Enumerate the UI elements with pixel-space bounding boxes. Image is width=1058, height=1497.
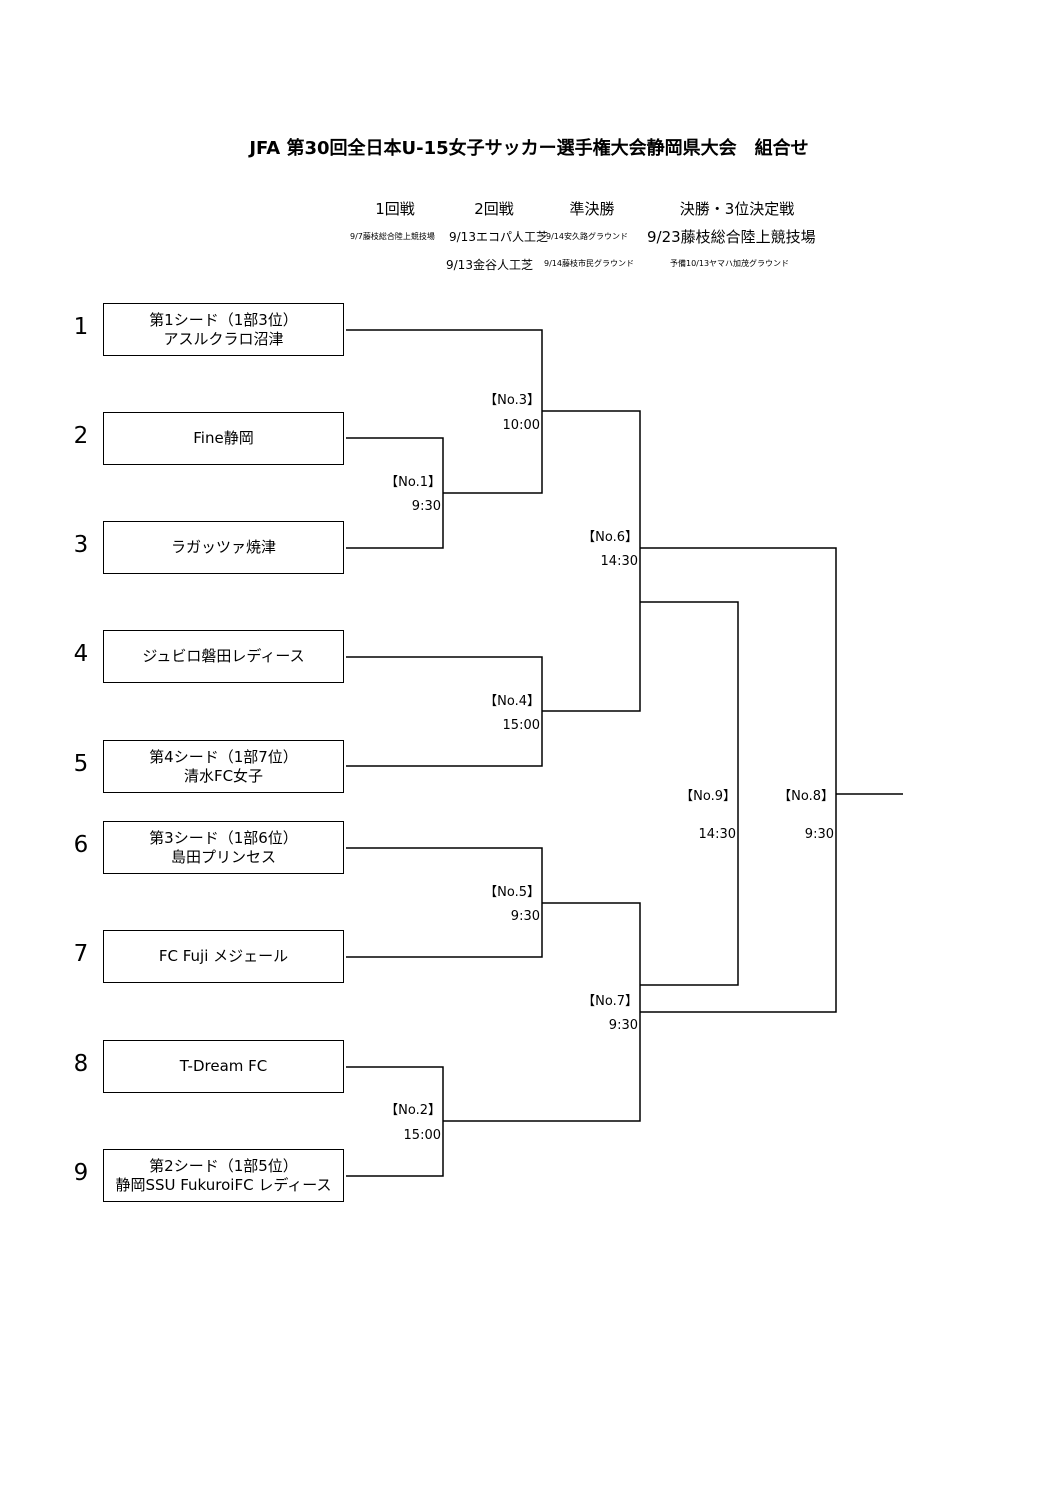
- semifinal-venue-alt: 9/14藤枝市民グラウンド: [544, 259, 634, 268]
- team-number-4: 4: [73, 641, 89, 667]
- round-header-1: 1回戦: [375, 200, 415, 218]
- team-number-1: 1: [73, 314, 89, 340]
- round-header-final: 決勝・3位決定戦: [679, 200, 795, 218]
- team-6-name: 島田プリンセス: [170, 847, 276, 866]
- match-6-time: 14:30: [600, 554, 638, 569]
- team-number-3: 3: [73, 532, 89, 558]
- team-6-seed: 第3シード（1部6位）: [149, 828, 298, 847]
- match-6-number: 【No.6】: [582, 530, 638, 545]
- match-5-bracket: [346, 847, 543, 958]
- final-venue: 9/23藤枝総合陸上競技場: [647, 228, 816, 246]
- match-8-time: 9:30: [804, 827, 834, 842]
- match-2-time: 15:00: [403, 1128, 441, 1143]
- team-number-5: 5: [73, 751, 89, 777]
- match-3-bracket: [346, 329, 543, 494]
- team-box-2: Fine静岡: [103, 412, 344, 465]
- page-title: JFA 第30回全日本U-15女子サッカー選手権大会静岡県大会 組合せ: [249, 138, 809, 159]
- team-box-4: ジュビロ磐田レディース: [103, 630, 344, 683]
- match-7-number: 【No.7】: [582, 994, 638, 1009]
- team-box-1: 第1シード（1部3位） アスルクラロ沼津: [103, 303, 344, 356]
- match-1-time: 9:30: [411, 499, 441, 514]
- team-7-name: FC Fuji メジェール: [158, 947, 289, 965]
- match-9-number: 【No.9】: [680, 789, 736, 804]
- team-5-name: 清水FC女子: [183, 766, 264, 785]
- team-number-6: 6: [73, 832, 89, 858]
- team-number-2: 2: [73, 423, 89, 449]
- match-5-number: 【No.5】: [484, 885, 540, 900]
- match-1-bracket: [346, 437, 444, 549]
- team-box-5: 第4シード（1部7位） 清水FC女子: [103, 740, 344, 793]
- team-box-9: 第2シード（1部5位） 静岡SSU FukuroiFC レディース: [103, 1149, 344, 1202]
- team-2-name: Fine静岡: [193, 429, 254, 447]
- match-7-time: 9:30: [608, 1018, 638, 1033]
- match-4-bracket: [346, 656, 543, 767]
- team-number-8: 8: [73, 1051, 89, 1077]
- match-8-number: 【No.8】: [778, 789, 834, 804]
- match-2-number: 【No.2】: [385, 1103, 441, 1118]
- team-number-7: 7: [73, 941, 89, 967]
- match-4-number: 【No.4】: [484, 694, 540, 709]
- team-3-name: ラガッツァ焼津: [170, 538, 276, 556]
- team-9-name: 静岡SSU FukuroiFC レディース: [115, 1175, 332, 1194]
- round-2-venue-alt: 9/13金谷人工芝: [446, 258, 533, 272]
- match-2-bracket: [346, 1066, 444, 1177]
- match-9-bracket: [640, 601, 739, 986]
- match-3-number: 【No.3】: [484, 393, 540, 408]
- semifinal-venue: 9/14安久路グラウンド: [546, 232, 628, 241]
- match-4-time: 15:00: [502, 718, 540, 733]
- team-box-6: 第3シード（1部6位） 島田プリンセス: [103, 821, 344, 874]
- match-6-bracket: [542, 410, 641, 712]
- round-header-semifinal: 準決勝: [569, 200, 615, 218]
- team-box-7: FC Fuji メジェール: [103, 930, 344, 983]
- match-1-number: 【No.1】: [385, 475, 441, 490]
- team-1-name: アスルクラロ沼津: [163, 329, 284, 348]
- team-number-9: 9: [73, 1160, 89, 1186]
- team-box-3: ラガッツァ焼津: [103, 521, 344, 574]
- round-header-2: 2回戦: [474, 200, 514, 218]
- team-4-name: ジュビロ磐田レディース: [142, 647, 305, 665]
- team-5-seed: 第4シード（1部7位）: [149, 747, 298, 766]
- match-5-time: 9:30: [510, 909, 540, 924]
- match-9-time: 14:30: [698, 827, 736, 842]
- team-8-name: T-Dream FC: [179, 1057, 268, 1075]
- match-8-bracket: [640, 547, 837, 1013]
- final-venue-reserve: 予備10/13ヤマハ加茂グラウンド: [670, 259, 790, 268]
- team-9-seed: 第2シード（1部5位）: [149, 1156, 298, 1175]
- team-box-8: T-Dream FC: [103, 1040, 344, 1093]
- round-2-venue: 9/13エコパ人工芝: [449, 230, 548, 244]
- match-3-time: 10:00: [502, 418, 540, 433]
- team-1-seed: 第1シード（1部3位）: [149, 310, 298, 329]
- round-1-venue: 9/7藤枝総合陸上競技場: [350, 232, 435, 241]
